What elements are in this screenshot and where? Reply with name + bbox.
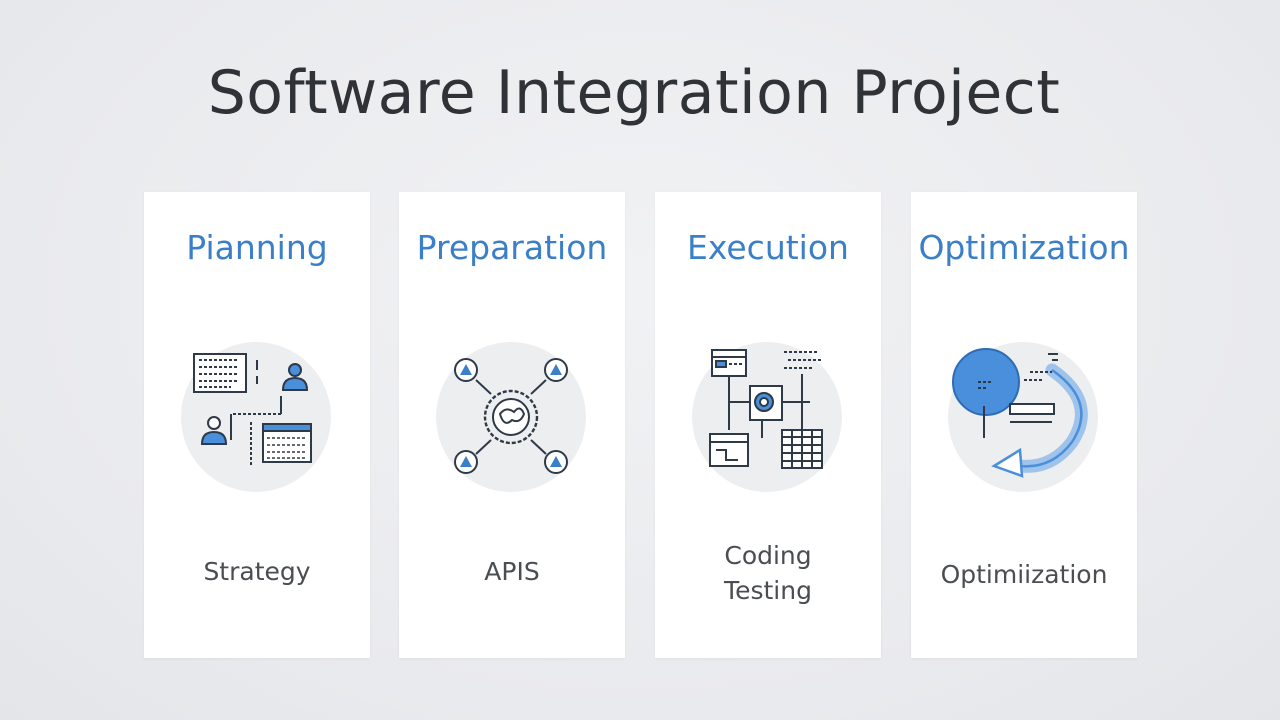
flowchart-icon	[692, 342, 842, 492]
phase-card-preparation: Preparation	[399, 192, 625, 658]
phase-item: Strategy	[203, 557, 311, 586]
phase-item: Testing	[724, 576, 812, 605]
phase-card-execution: Execution	[655, 192, 881, 658]
phase-items-planning: Strategy	[144, 554, 370, 589]
phase-card-planning: Pianning	[144, 192, 370, 658]
planning-icon	[181, 342, 331, 492]
page-title: Software Integration Project	[207, 58, 1061, 128]
cycle-arrow-icon	[948, 342, 1098, 492]
api-network-icon	[436, 342, 586, 492]
phase-items-execution: Coding Testing	[655, 538, 881, 608]
phase-item: Optimiization	[940, 560, 1108, 589]
phase-title-execution: Execution	[687, 228, 849, 267]
phase-item: Coding	[724, 541, 812, 570]
phase-items-optimization: Optimiization	[911, 557, 1137, 592]
phase-title-planning: Pianning	[186, 228, 328, 267]
phase-items-preparation: APIS	[399, 554, 625, 589]
phase-title-preparation: Preparation	[416, 228, 608, 267]
phase-title-optimization: Optimization	[918, 228, 1130, 267]
phase-card-optimization: Optimization	[911, 192, 1137, 658]
phase-item: APIS	[484, 557, 540, 586]
